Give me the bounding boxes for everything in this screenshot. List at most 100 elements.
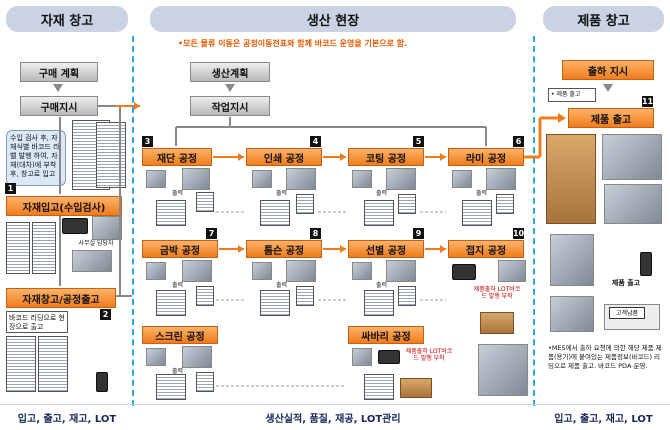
production-floor-title: 생산 현장 xyxy=(306,13,360,29)
material-pallet-image-1 xyxy=(6,222,30,274)
process-cutting-box: 재단 공정 xyxy=(142,148,212,166)
process-number-6: 6 xyxy=(513,136,524,147)
lamination-pc-image xyxy=(452,170,472,188)
work-order-box: 작업지시 xyxy=(190,96,270,116)
labeled-carton-image xyxy=(550,234,594,286)
arrow-down-1 xyxy=(53,84,63,92)
wrapping-printer-image xyxy=(378,350,400,364)
screen-stack-image xyxy=(156,374,186,400)
product-warehouse-header: 제품 창고 xyxy=(543,6,664,32)
purchase-plan-box: 구매 계획 xyxy=(20,62,98,82)
material-warehouse-title: 자재 창고 xyxy=(40,13,94,29)
sorting-stack-image xyxy=(364,290,394,316)
process-coating-box: 코팅 공정 xyxy=(348,148,424,166)
output-label-3: 출력 xyxy=(376,190,388,197)
output-label-1: 출력 xyxy=(172,190,184,197)
divider-left xyxy=(132,36,134,406)
ticket-image-6 xyxy=(296,286,314,306)
thomson-stack-image xyxy=(260,290,290,316)
process-thomson-box: 톰슨 공정 xyxy=(246,240,322,258)
label-photo xyxy=(72,250,112,272)
barcode-printer-image xyxy=(62,218,88,234)
carton-stack-image xyxy=(546,134,596,224)
step-number-2: 2 xyxy=(100,309,111,320)
step-number-11: 11 xyxy=(641,96,654,107)
material-pallet-image-2 xyxy=(32,222,56,274)
process-foil-box: 금박 공정 xyxy=(142,240,218,258)
process-folding-box: 접지 공정 xyxy=(448,240,524,258)
foil-pc-image xyxy=(146,262,166,280)
output-label-5: 출력 xyxy=(172,282,184,289)
production-footer: 생산실적, 품질, 재공, LOT관리 xyxy=(265,414,401,425)
inspection-note: 수입 검사 후, 자재식별 바코드 라벨 발행 하여, 자재(대차)에 부착 후… xyxy=(6,130,66,186)
process-number-10: 10 xyxy=(512,228,525,239)
footer-divider xyxy=(0,404,670,405)
output-label-7: 출력 xyxy=(376,282,388,289)
coating-machine-image xyxy=(386,168,416,190)
folding-machine-image xyxy=(498,260,526,282)
sorting-machine-image xyxy=(386,260,416,282)
release-stack-image-2 xyxy=(38,336,68,392)
process-number-9: 9 xyxy=(413,228,424,239)
process-number-4: 4 xyxy=(310,136,321,147)
process-number-7: 7 xyxy=(206,228,217,239)
coating-stack-image xyxy=(364,200,394,226)
output-label-8: 출력 xyxy=(172,368,184,375)
thomson-machine-image xyxy=(286,260,316,282)
cutting-machine-image xyxy=(182,168,210,190)
shipping-tag: • 제품 출고 xyxy=(548,88,596,102)
staff-label: 사무실 담당자 xyxy=(78,240,114,247)
process-screen-box: 스크린 공정 xyxy=(142,326,218,344)
output-label-6: 출력 xyxy=(276,282,288,289)
arrow-down-2 xyxy=(225,84,235,92)
printing-machine-image xyxy=(286,168,316,190)
purchase-order-box: 구매지시 xyxy=(20,96,98,116)
ticket-image-5 xyxy=(196,286,214,306)
process-wrapping-box: 싸바리 공정 xyxy=(348,326,424,344)
thomson-pc-image xyxy=(252,262,272,280)
sorting-pc-image xyxy=(352,262,372,280)
arrow-down-3 xyxy=(603,84,613,92)
customer-delivery-label: 고객납품 xyxy=(609,307,645,319)
divider-right xyxy=(533,36,535,406)
mes-note: •MES에서 출하 요청에 의한 해당 제품 제품(용기)에 붙여있는 제품정보… xyxy=(548,344,662,370)
wrapping-pc-image xyxy=(352,348,372,366)
notice-text: •모든 물류 이동은 공정이동전표와 함께 바코드 운영을 기본으로 함. xyxy=(178,39,408,48)
screen-pc-image xyxy=(146,348,166,366)
ticket-image-3 xyxy=(398,194,416,214)
office-staff-image xyxy=(92,216,122,240)
coating-pc-image xyxy=(352,170,372,188)
lot-label-note-2: 제품출하 LOT바코드 발행 부착 xyxy=(405,348,453,363)
ticket-image-1 xyxy=(196,192,214,212)
ticket-image-4 xyxy=(496,194,514,214)
printing-stack-image xyxy=(260,200,290,226)
process-number-8: 8 xyxy=(310,228,321,239)
shipping-order-box: 출하 지시 xyxy=(562,60,654,80)
screen-machine-image xyxy=(182,346,212,368)
output-label-2: 출력 xyxy=(276,190,288,197)
foil-machine-image xyxy=(182,260,212,282)
process-number-5: 5 xyxy=(413,136,424,147)
receiving-box: 자재입고(수입검사) xyxy=(6,196,122,216)
product-release-box: 제품 출고 xyxy=(568,108,654,128)
printing-pc-image xyxy=(252,170,272,188)
ticket-image-2 xyxy=(296,194,314,214)
forklift-image xyxy=(550,296,594,332)
product-footer: 입고, 출고, 재고, LOT xyxy=(554,414,653,425)
finished-goods-image xyxy=(478,344,528,396)
barcode-read-note: 바코드 리딩으로 현장으로 출고 xyxy=(6,311,68,333)
packaged-products-image xyxy=(602,134,662,180)
foil-stack-image xyxy=(156,290,186,316)
process-number-3: 3 xyxy=(142,136,153,147)
product-release-label: 제품 출고 xyxy=(611,279,641,287)
production-floor-header: 생산 현장 xyxy=(150,6,516,32)
lamination-stack-image xyxy=(462,200,492,226)
process-lamination-box: 라미 공정 xyxy=(448,148,524,166)
pda-scanner-icon xyxy=(96,372,108,392)
lot-label-note-1: 제품출하 LOT바코드 발행 부착 xyxy=(473,286,521,301)
product-boxes-image xyxy=(604,184,662,224)
material-warehouse-header: 자재 창고 xyxy=(6,6,128,32)
wrapping-box-image xyxy=(400,378,432,398)
lamination-machine-image xyxy=(486,168,516,190)
